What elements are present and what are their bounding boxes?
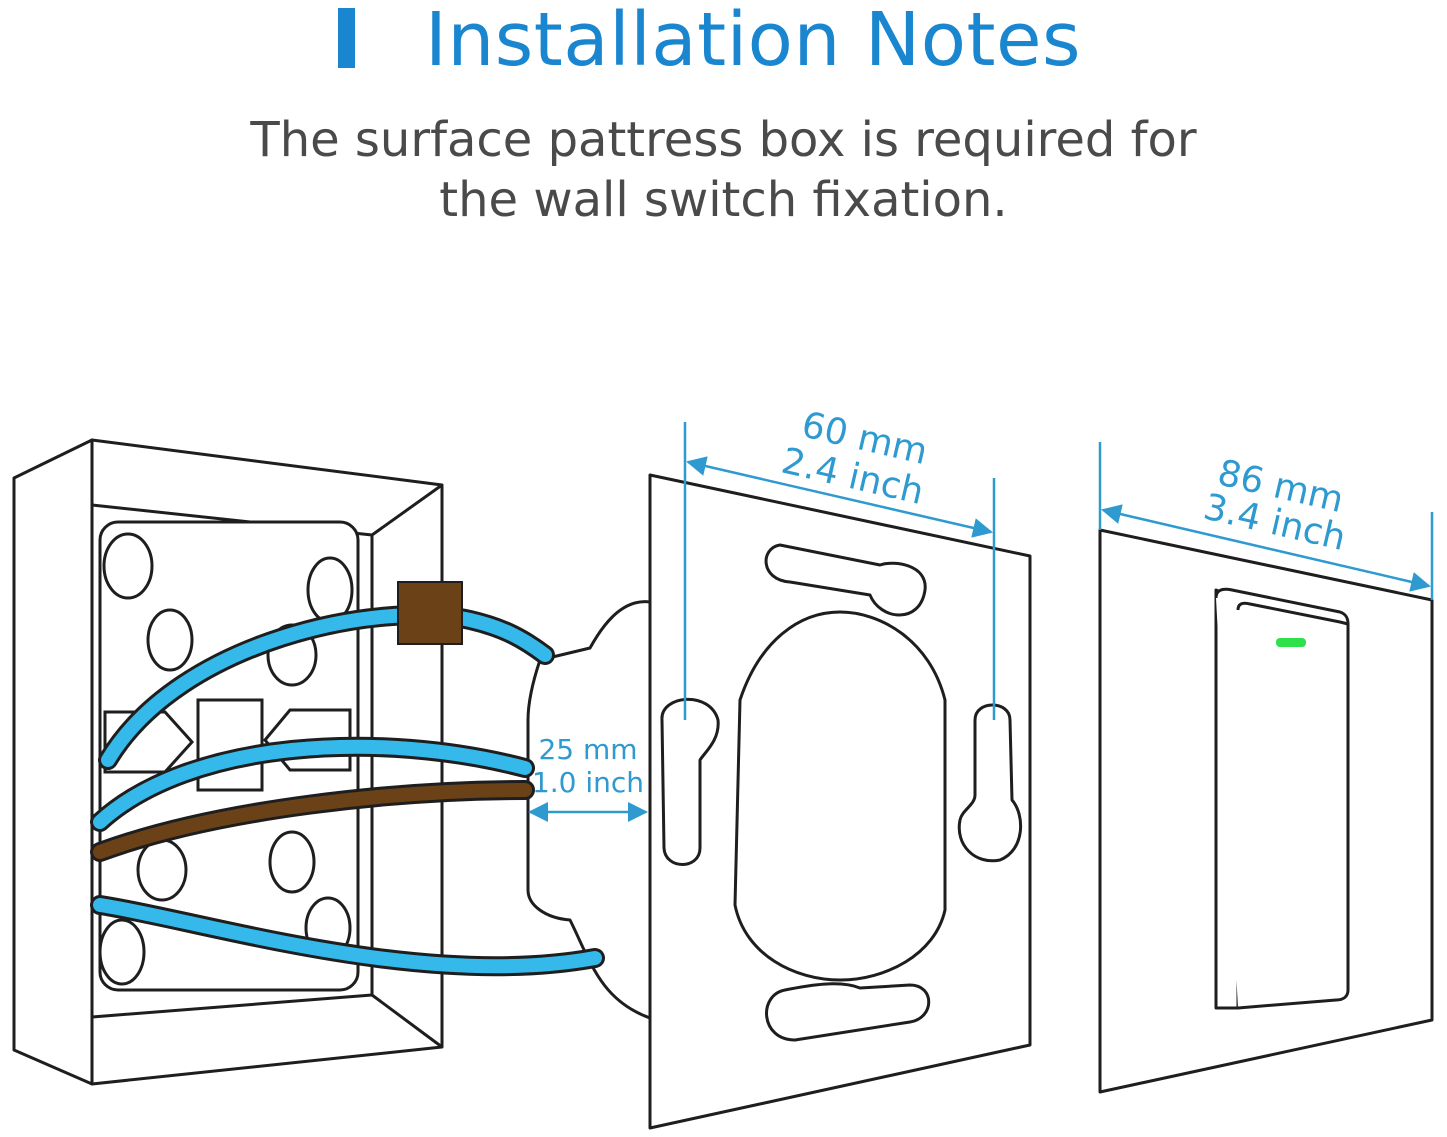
header: Installation Notes: [0, 0, 1447, 90]
depth-mm-label: 25 mm: [538, 733, 637, 766]
wire-clamp: [397, 581, 463, 645]
dimension-lines: [528, 422, 1434, 822]
mounting-plate: [648, 473, 1032, 1130]
subtitle-line-2: the wall switch fixation.: [439, 172, 1008, 228]
wall-switch: [1098, 528, 1434, 1094]
page-subtitle: The surface pattress box is required for…: [0, 110, 1447, 230]
subtitle-line-1: The surface pattress box is required for: [250, 112, 1197, 168]
led-indicator-icon: [1276, 638, 1306, 647]
depth-inch-label: 1.0 inch: [532, 766, 644, 799]
page-title: Installation Notes: [425, 0, 1082, 83]
vertical-bar-icon: [338, 8, 355, 68]
